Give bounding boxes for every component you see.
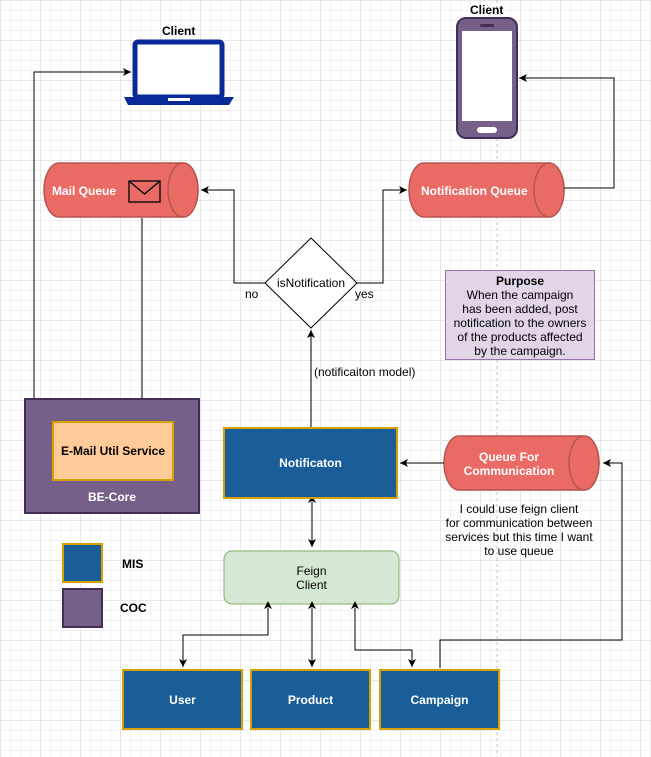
purpose-line: When the campaign [466,288,574,302]
note-line: services but this time I want [445,530,593,544]
decision-label: isNotification [277,276,346,290]
notification-model-edge-label: (notificaiton model) [314,365,416,379]
purpose-line: by the campaign. [474,344,566,358]
feign-line-2: Client [296,577,327,592]
legend-coc-swatch [62,588,103,628]
purpose-line: notification to the owners [453,316,587,330]
legend-coc-label: COC [120,601,147,615]
communication-queue-line-1: Queue For [478,450,539,464]
envelope-icon [128,180,161,203]
queue-note: I could use feign client for communicati… [437,502,601,558]
decision-diamond [264,237,358,329]
communication-queue-line-2: Communication [463,464,555,478]
notification-queue-cylinder [408,162,565,218]
laptop-client-label: Client [162,24,196,38]
notification-service-box: Notificaton [223,427,398,499]
legend-mis-label: MIS [122,557,144,571]
notification-queue-label: Notification Queue [421,184,528,198]
feign-line-1: Feign [296,563,327,578]
note-line: for communication between [445,516,593,530]
laptop-icon [124,39,234,105]
email-util-service-box: E-Mail Util Service [52,421,174,481]
purpose-line: has been added, post [462,302,578,316]
feign-client-label: Feign Client [224,551,399,604]
user-service-box: User [122,669,243,730]
purpose-line: of the products affected [457,330,583,344]
phone-icon [456,17,518,139]
product-service-box: Product [250,669,371,730]
be-core-container: E-Mail Util Service BE-Core [24,398,200,514]
note-line: to use queue [484,544,554,558]
note-line: I could use feign client [459,502,579,516]
be-core-label: BE-Core [87,490,136,504]
purpose-title: Purpose [495,274,544,288]
legend-mis-swatch [62,543,103,583]
decision-no-label: no [245,287,259,301]
communication-queue-cylinder [443,435,600,491]
phone-client-label: Client [470,3,504,17]
mail-queue-cylinder [43,162,199,218]
mail-queue-label: Mail Queue [52,184,117,198]
communication-queue-label: Queue For Communication [444,450,574,478]
purpose-note: Purpose When the campaign has been added… [445,270,595,360]
decision-yes-label: yes [355,287,374,301]
campaign-service-box: Campaign [379,669,500,730]
